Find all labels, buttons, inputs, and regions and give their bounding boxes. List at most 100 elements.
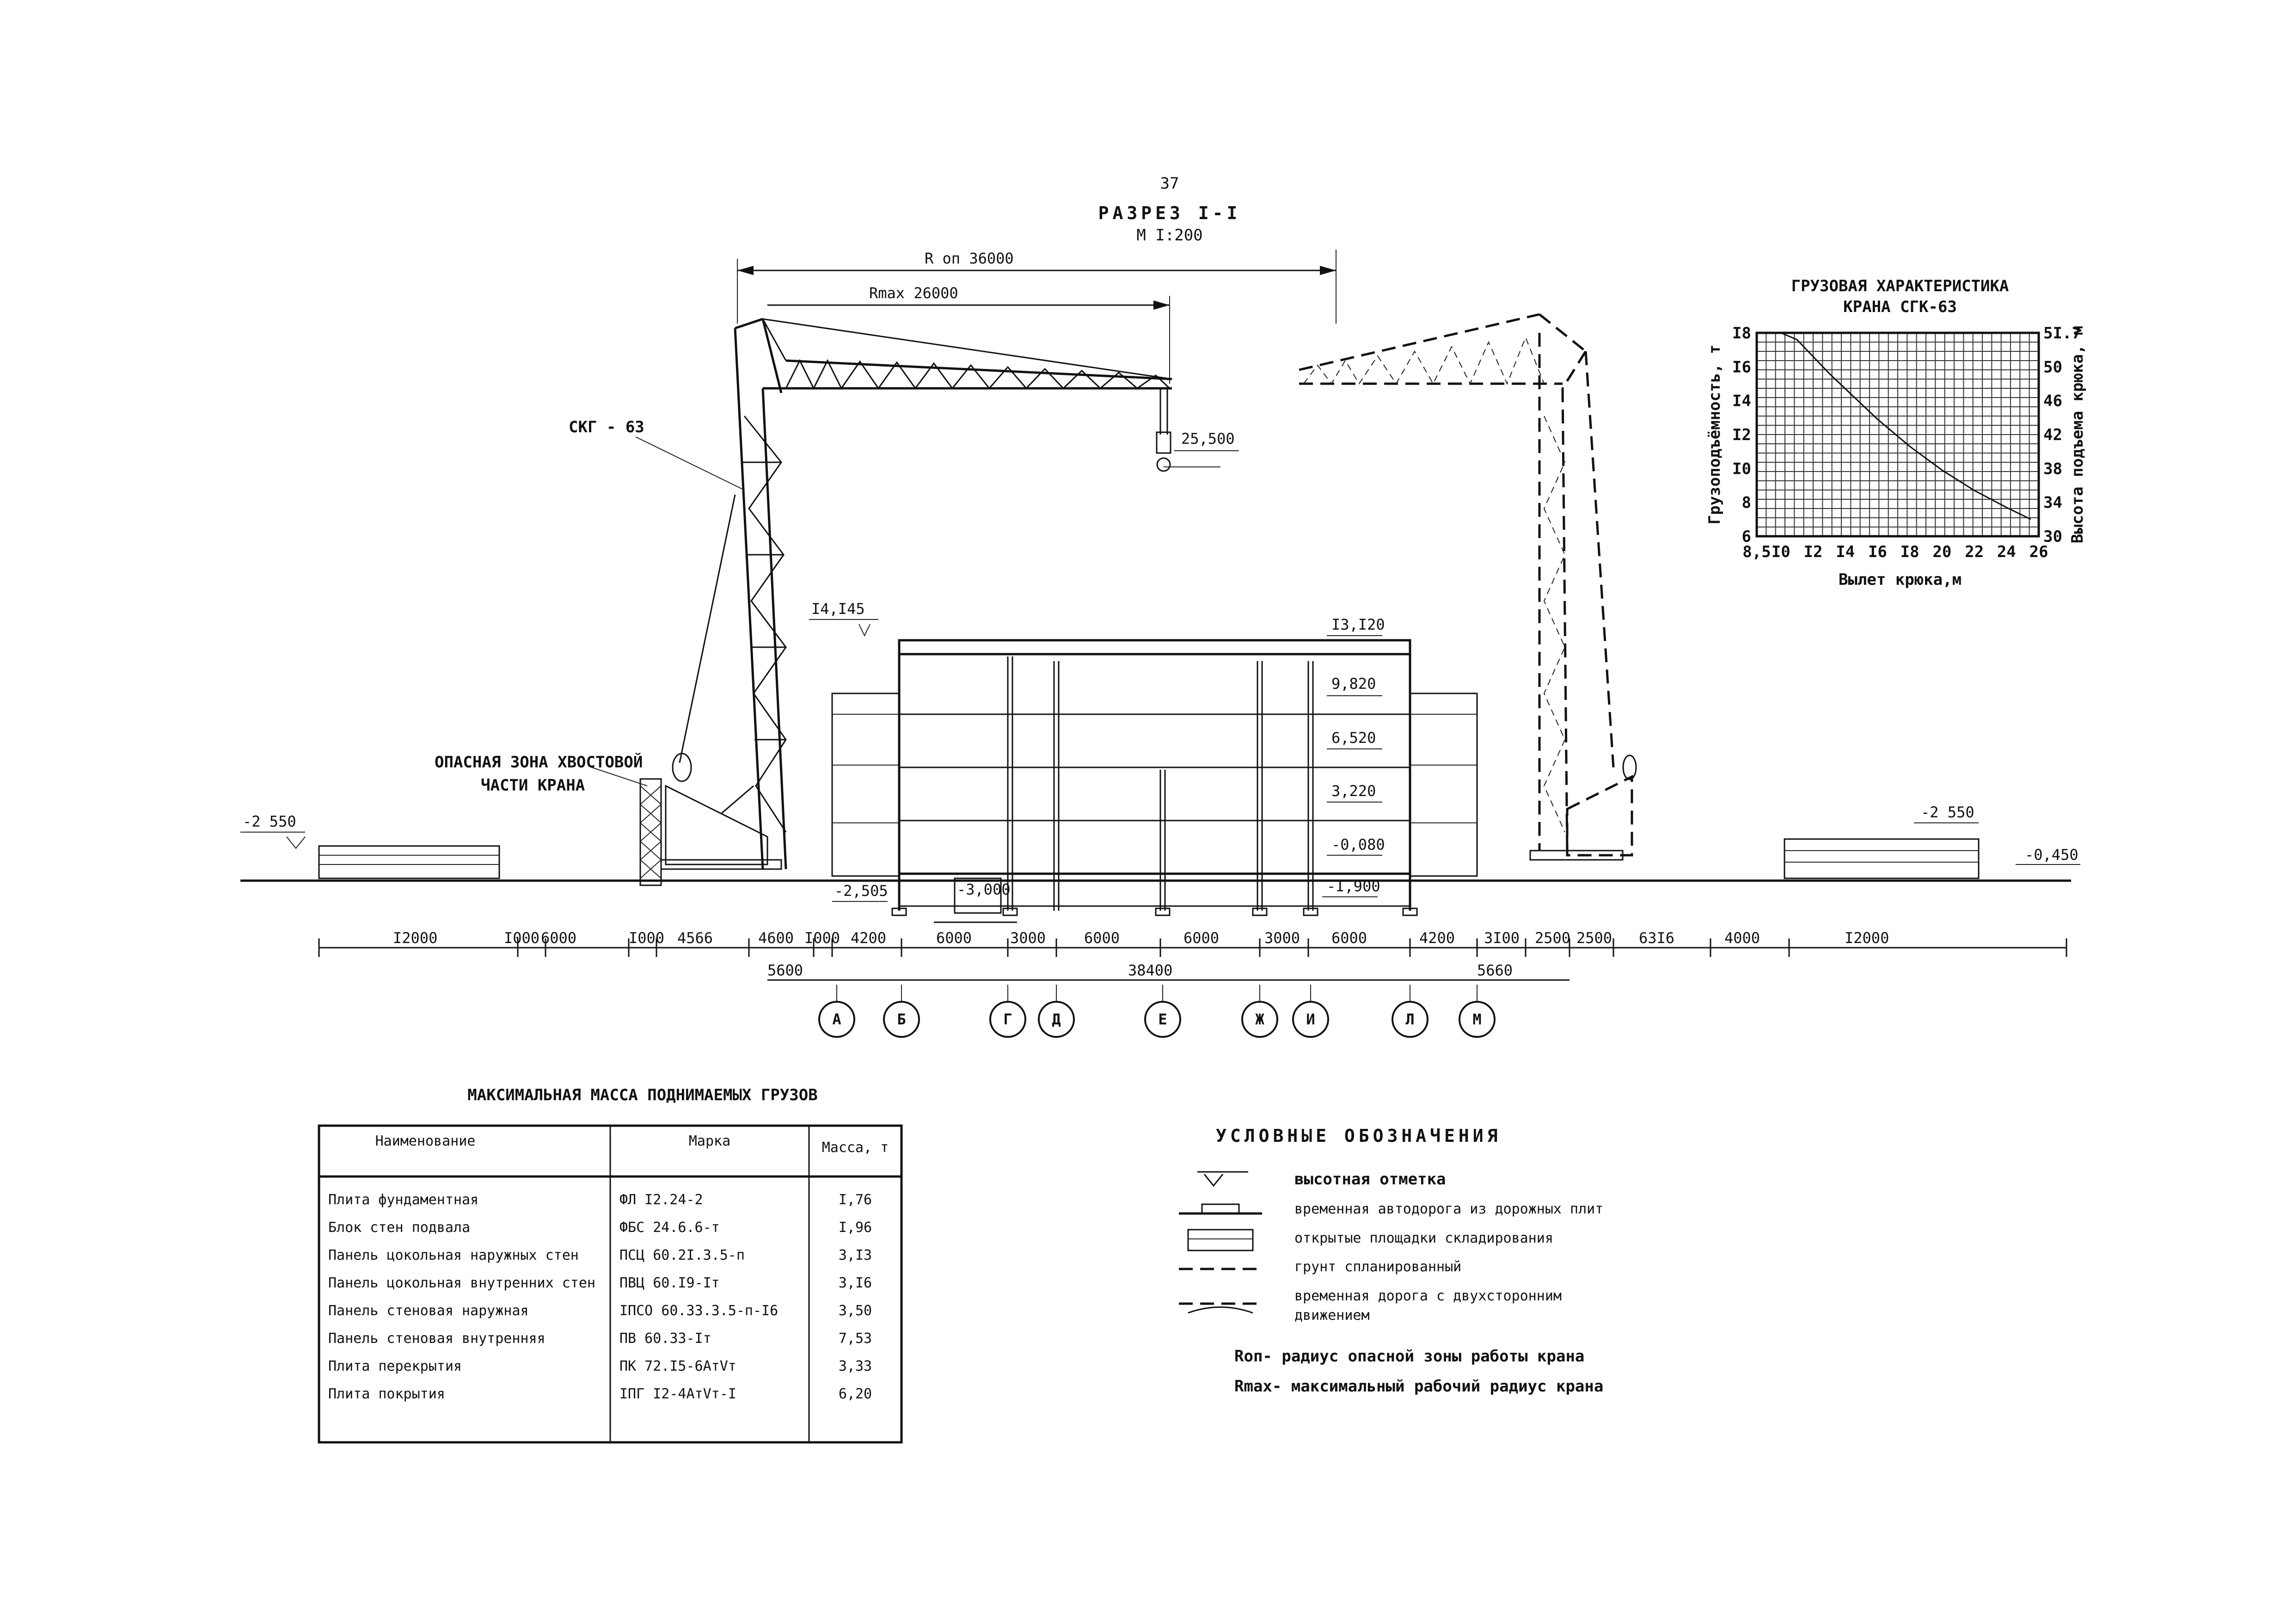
axis-m: М	[1459, 985, 1496, 1038]
axis-b: Б	[883, 985, 920, 1038]
legend-item-storage: открытые площадки складирования	[1294, 1230, 1553, 1246]
cell-name: Плита фундаментная	[328, 1192, 478, 1208]
axis-d: Д	[1038, 985, 1075, 1038]
elev-floor4: 9,820	[1331, 675, 1376, 692]
svg-text:Д: Д	[1052, 1011, 1061, 1028]
radius-dimensions: R оп 36000 Rmax 26000	[737, 250, 1337, 384]
chart-x-tick-label: I8	[1901, 543, 1919, 561]
dim-10: 3000	[1010, 929, 1046, 947]
cell-name: Плита покрытия	[328, 1386, 445, 1402]
legend-note-max: Rmax- максимальный рабочий радиус крана	[1234, 1377, 1603, 1396]
table-row: Панель стеновая внутренняя ПВ 60.33-Iт 7,5…	[328, 1330, 872, 1347]
chart-x-tick-label: I6	[1868, 543, 1887, 561]
dim-11: 6000	[1084, 929, 1120, 947]
cell-mark: ПК 72.I5-6АтVт	[619, 1358, 736, 1374]
cell-mass: 3,I3	[839, 1247, 872, 1263]
cell-mark: IПГ I2-4АтVт-I	[619, 1386, 736, 1402]
chart-ylabel-right: Высота подъема крюка, м	[2068, 326, 2087, 544]
axis-l: Л	[1392, 985, 1429, 1038]
r-danger-label: R оп 36000	[925, 250, 1014, 267]
svg-text:Ж: Ж	[1255, 1011, 1264, 1028]
r-max-label: Rmax 26000	[869, 284, 958, 302]
chart-y2-tick-label: 50	[2043, 358, 2062, 376]
dim-20: 4000	[1724, 929, 1760, 947]
ground-and-storage	[240, 838, 2071, 882]
elev-roof-left: I4,I45	[811, 600, 865, 618]
cell-mass: 3,33	[839, 1358, 872, 1374]
dim-14: 6000	[1331, 929, 1367, 947]
chart-y2-tick-label: 34	[2043, 494, 2062, 512]
crane-left: 25,500 СКГ - 63 ОПАСНАЯ ЗОНА ХВОСТОВОЙ Ч…	[435, 318, 1239, 886]
elev-right-ground: -2 550	[1921, 803, 1974, 821]
dim-8: 4200	[851, 929, 886, 947]
dim-bottom-3: 5660	[1477, 962, 1513, 979]
building-section	[831, 639, 1478, 923]
dim-5: 4566	[677, 929, 713, 947]
cell-name: Панель стеновая наружная	[328, 1303, 528, 1319]
axis-zh: Ж	[1241, 985, 1278, 1038]
dim-bottom-2: 38400	[1128, 962, 1172, 979]
chart-y-tick-label: I6	[1732, 358, 1751, 376]
elev-left-ground: -2 550	[243, 813, 296, 830]
th-name: Наименование	[375, 1133, 476, 1149]
tail-zone-line1: ОПАСНАЯ ЗОНА ХВОСТОВОЙ	[435, 753, 643, 772]
cell-mark: ПВ 60.33-Iт	[619, 1330, 711, 1347]
elev-floor1: -0,080	[1331, 836, 1385, 853]
page-number: 37	[1160, 174, 1179, 193]
cell-name: Блок стен подвала	[328, 1220, 470, 1236]
cell-mark: IПСО 60.33.3.5-п-I6	[619, 1303, 778, 1319]
dim-19: 63I6	[1639, 929, 1674, 947]
svg-text:Л: Л	[1405, 1011, 1414, 1028]
chart-ylabel-left: Грузоподъёмность, т	[1705, 345, 1724, 525]
cell-name: Панель цокольная наружных стен	[328, 1247, 579, 1263]
chart-frame	[1755, 331, 2040, 538]
section-scale: М I:200	[1136, 226, 1202, 245]
dim-15: 4200	[1419, 929, 1455, 947]
legend-two-way-road-symbol	[1179, 1302, 1262, 1314]
chart-y-tick-label: I8	[1732, 324, 1751, 343]
cell-mass: 3,50	[839, 1303, 872, 1319]
table-row: Панель цокольная наружных стен ПСЦ 60.2I.…	[328, 1247, 872, 1263]
dim-4: I000	[629, 929, 664, 947]
legend-item-elevation: высотная отметка	[1294, 1170, 1446, 1189]
table-row: Плита перекрытия ПК 72.I5-6АтVт 3,33	[328, 1358, 872, 1374]
legend-item-two-way-road-1: временная дорога с двухсторонним	[1294, 1288, 1562, 1304]
svg-text:А: А	[832, 1011, 841, 1028]
cell-mass: 6,20	[839, 1386, 872, 1402]
elev-pit-deep: -3,000	[957, 881, 1011, 898]
dim-bottom-1: 5600	[767, 962, 803, 979]
cell-name: Панель стеновая внутренняя	[328, 1330, 546, 1347]
svg-text:Б: Б	[897, 1011, 906, 1028]
mass-table-title: МАКСИМАЛЬНАЯ МАССА ПОДНИМАЕМЫХ ГРУЗОВ	[467, 1086, 817, 1104]
svg-text:И: И	[1306, 1011, 1315, 1028]
elev-roof-right: I3,I20	[1331, 616, 1385, 633]
dim-1: I2000	[393, 929, 437, 947]
legend: УСЛОВНЫЕ ОБОЗНАЧЕНИЯ высотная отметка вр…	[1179, 1126, 1603, 1396]
chart-y-tick-label: I2	[1732, 426, 1751, 444]
legend-storage-symbol	[1187, 1229, 1254, 1251]
legend-item-ground: грунт спланированный	[1294, 1259, 1461, 1275]
cell-mass: I,96	[839, 1220, 872, 1236]
cell-name: Плита перекрытия	[328, 1358, 462, 1374]
elev-floor2: 3,220	[1331, 782, 1376, 800]
dim-13: 3000	[1264, 929, 1300, 947]
dim-18: 2500	[1576, 929, 1612, 947]
table-row: Плита покрытия IПГ I2-4АтVт-I 6,20	[328, 1386, 872, 1402]
legend-item-two-way-road-2: движением	[1294, 1307, 1370, 1324]
axis-i: И	[1292, 985, 1329, 1038]
cell-mark: ПСЦ 60.2I.3.5-п	[619, 1247, 745, 1263]
chart-x-tick-label: 26	[2029, 543, 2048, 561]
chart-y2-tick-label: 42	[2043, 426, 2062, 444]
chart-title-line2: КРАНА СГК-63	[1843, 298, 1957, 316]
tail-zone-line2: ЧАСТИ КРАНА	[481, 776, 585, 795]
dim-6: 4600	[758, 929, 794, 947]
cell-mass: 7,53	[839, 1330, 872, 1347]
cell-mass: 3,I6	[839, 1275, 872, 1291]
chart-grid	[1757, 333, 2039, 536]
